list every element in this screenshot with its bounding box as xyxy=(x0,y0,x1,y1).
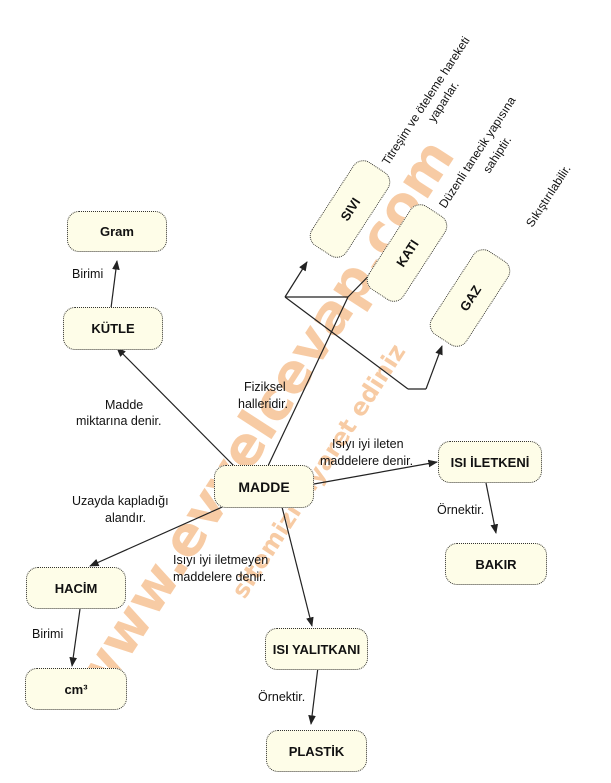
label-ornektir-plastik: Örnektir. xyxy=(258,690,306,704)
label-uzayda-1: Uzayda kapladığı xyxy=(72,494,169,508)
label-uzayda-2: alandır. xyxy=(105,511,147,525)
arrow-gaz xyxy=(425,345,443,390)
arrow-madde-hacim xyxy=(89,499,239,567)
node-kutle: KÜTLE xyxy=(63,307,163,350)
node-isi-iletkeni: ISI İLETKENİ xyxy=(438,441,542,483)
arrow-madde-kutle xyxy=(116,347,239,471)
line-madde-fiziksel xyxy=(267,296,349,467)
label-iyi-iletmeyen-2: maddelere denir. xyxy=(173,570,267,584)
node-isi-yalitkani: ISI YALITKANI xyxy=(265,628,368,670)
label-madde-miktari-1: Madde xyxy=(105,398,144,412)
arrow-kutle-gram xyxy=(110,260,120,309)
label-ornektir-bakir: Örnektir. xyxy=(437,503,485,517)
arrow-madde-isi-yalitkani xyxy=(281,506,314,627)
label-fiziksel-1: Fiziksel xyxy=(244,380,286,394)
label-kutle-birimi: Birimi xyxy=(72,267,104,281)
node-gram: Gram xyxy=(67,211,167,252)
line-bracket-lower xyxy=(284,296,409,390)
node-cm3: cm³ xyxy=(25,668,127,710)
node-madde: MADDE xyxy=(214,465,314,508)
node-plastik: PLASTİK xyxy=(266,730,367,772)
node-bakir: BAKIR xyxy=(445,543,547,585)
label-hacim-birimi: Birimi xyxy=(32,627,64,641)
node-hacim: HACİM xyxy=(26,567,126,609)
label-fiziksel-2: halleridir. xyxy=(238,397,289,411)
arrow-hacim-cm3 xyxy=(69,608,81,667)
label-madde-miktari-2: miktarına denir. xyxy=(76,414,162,428)
label-iyi-ileten-1: Isıyı iyi ileten xyxy=(332,437,404,451)
arrow-sivi xyxy=(284,261,308,298)
label-iyi-iletmeyen-1: Isıyı iyi iletmeyen xyxy=(173,553,269,567)
label-iyi-ileten-2: maddelere denir. xyxy=(320,454,414,468)
arrow-isi-iletkeni-bakir xyxy=(485,482,499,534)
arrow-madde-isi-iletkeni xyxy=(313,459,438,485)
arrow-isi-yalitkani-plastik xyxy=(308,666,319,725)
